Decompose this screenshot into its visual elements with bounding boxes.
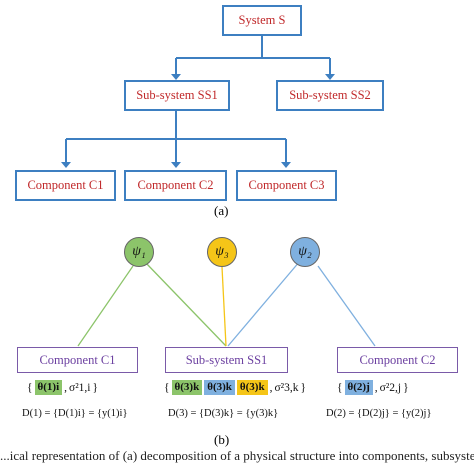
- data-c1-equation: D(1) = {D(1)i} = {y(1)i}: [22, 408, 128, 419]
- component-c1-box: Component C1: [15, 170, 116, 201]
- params-c1: { θ(1)i , σ²1,i }: [27, 380, 99, 395]
- subsystem-ss2-box: Sub-system SS2: [276, 80, 384, 111]
- link-psi1-ss1: [144, 261, 227, 347]
- component-c2-node-label: Component C2: [359, 352, 436, 367]
- sigma-ss1: σ²3,k: [274, 381, 299, 394]
- part-a-label: (a): [214, 203, 229, 218]
- theta-ss1-chip-b: θ(3)k: [204, 380, 235, 395]
- psi-1-node: ψ₁: [124, 237, 154, 267]
- theta-ss1-chip-a: θ(3)k: [171, 380, 203, 395]
- tree-arrowheads: [61, 74, 335, 168]
- system-s-box: System S: [222, 5, 302, 36]
- psi-1-label: ψ₁: [132, 244, 146, 259]
- subsystem-ss2-label: Sub-system SS2: [289, 88, 371, 102]
- psi-3-node: ψ₃: [207, 237, 237, 267]
- data-ss1-equation: D(3) = {D(3)k} = {y(3)k}: [168, 408, 279, 419]
- data-c2-equation: D(2) = {D(2)j} = {y(2)j}: [326, 408, 432, 419]
- theta-ss1-chip-c: θ(3)k: [236, 380, 268, 395]
- component-c2-box: Component C2: [124, 170, 227, 201]
- theta-c1-chip: θ(1)i: [34, 380, 63, 395]
- psi-2-label: ψ₂: [298, 244, 312, 259]
- sigma-c2: σ²2,j: [379, 381, 402, 394]
- params-c2: { θ(2)j , σ²2,j }: [337, 380, 409, 395]
- system-s-label: System S: [238, 13, 286, 27]
- psi-2-node: ψ₂: [290, 237, 320, 267]
- subsystem-ss1-label: Sub-system SS1: [136, 88, 218, 102]
- figure-caption: ...ical representation of (a) decomposit…: [0, 448, 474, 463]
- link-psi2-ss1: [227, 260, 301, 347]
- component-c2-node: Component C2: [337, 347, 458, 373]
- psi-3-label: ψ₃: [215, 244, 229, 259]
- link-psi2-c2: [317, 265, 376, 347]
- subsystem-ss1-node: Sub-system SS1: [165, 347, 288, 373]
- tree-connectors: [65, 36, 331, 166]
- link-psi1-c1: [77, 265, 134, 347]
- subsystem-ss1-node-label: Sub-system SS1: [185, 352, 268, 367]
- link-psi3-ss1: [221, 266, 227, 347]
- part-b-label: (b): [214, 432, 230, 447]
- component-c1-label: Component C1: [27, 178, 104, 192]
- sigma-c1: σ²1,i: [69, 381, 91, 394]
- component-c1-node: Component C1: [17, 347, 138, 373]
- component-c1-node-label: Component C1: [39, 352, 116, 367]
- subsystem-ss1-box: Sub-system SS1: [124, 80, 230, 111]
- component-c2-label: Component C2: [137, 178, 214, 192]
- theta-c2-chip: θ(2)j: [344, 380, 373, 395]
- params-ss1: { θ(3)k θ(3)k θ(3)k , σ²3,k }: [164, 380, 307, 395]
- component-c3-label: Component C3: [248, 178, 325, 192]
- component-c3-box: Component C3: [236, 170, 337, 201]
